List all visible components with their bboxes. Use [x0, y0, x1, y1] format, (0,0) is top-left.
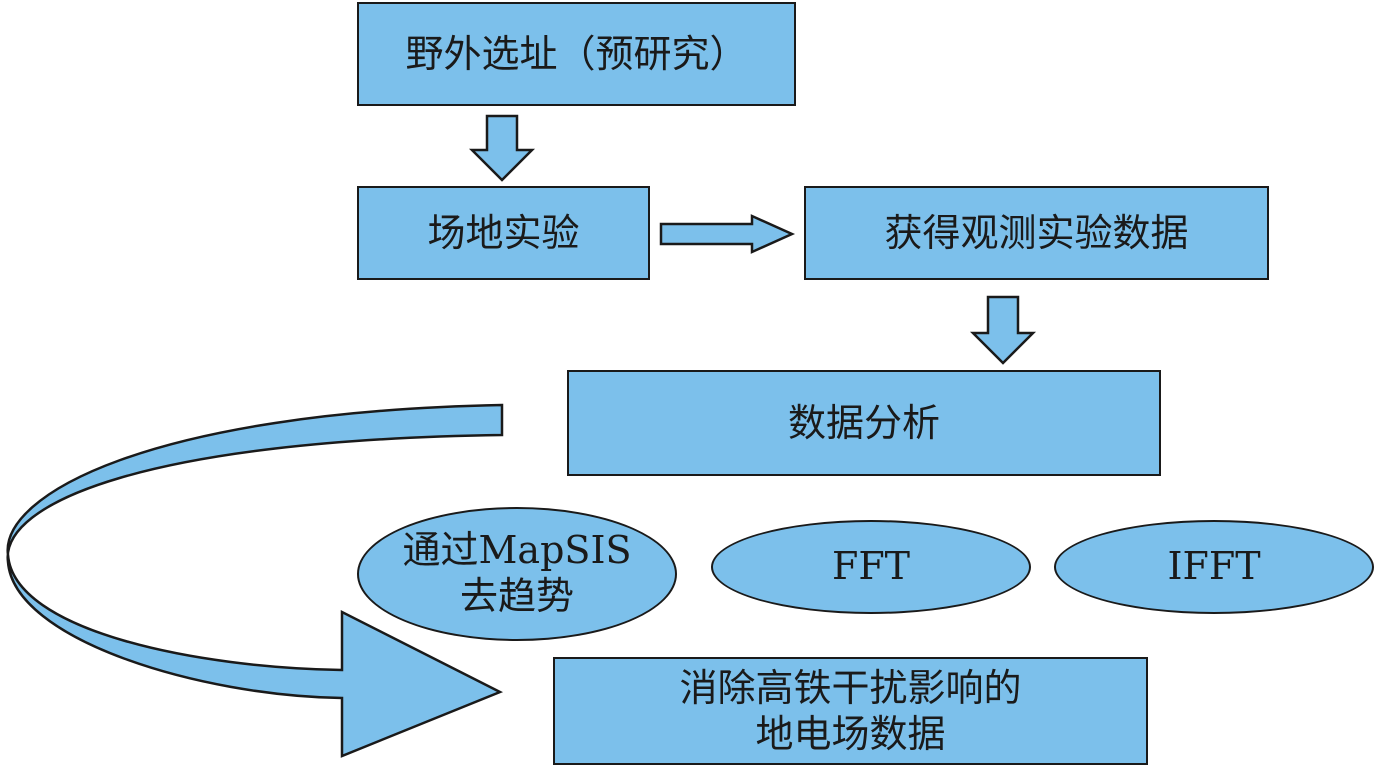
observation-data-label: 获得观测实验数据 — [884, 210, 1189, 255]
fft-oval: FFT — [711, 520, 1031, 614]
mapsis-detrend-oval: 通过MapSIS 去趋势 — [357, 507, 677, 641]
site-selection-label: 野外选址（预研究） — [405, 31, 748, 76]
fft-label: FFT — [831, 544, 911, 589]
mapsis-detrend-label-line2: 去趋势 — [459, 574, 574, 618]
curved-arrow — [6, 403, 504, 758]
site-selection-box: 野外选址（预研究） — [357, 2, 796, 106]
result-label-line2: 地电场数据 — [755, 712, 946, 756]
result-label-line1: 消除高铁干扰影响的 — [679, 665, 1022, 710]
ifft-label: IFFT — [1167, 544, 1261, 589]
observation-data-box: 获得观测实验数据 — [804, 186, 1269, 280]
result-box: 消除高铁干扰影响的 地电场数据 — [553, 657, 1148, 765]
arrow-down-2 — [969, 295, 1037, 365]
arrow-right-1 — [659, 214, 796, 254]
field-experiment-box: 场地实验 — [357, 186, 650, 280]
ifft-oval: IFFT — [1054, 520, 1374, 614]
data-analysis-label: 数据分析 — [787, 400, 940, 445]
arrow-down-1 — [468, 114, 536, 182]
mapsis-detrend-label-line1: 通过MapSIS — [402, 528, 632, 573]
field-experiment-label: 场地实验 — [427, 210, 580, 255]
data-analysis-box: 数据分析 — [567, 370, 1161, 476]
